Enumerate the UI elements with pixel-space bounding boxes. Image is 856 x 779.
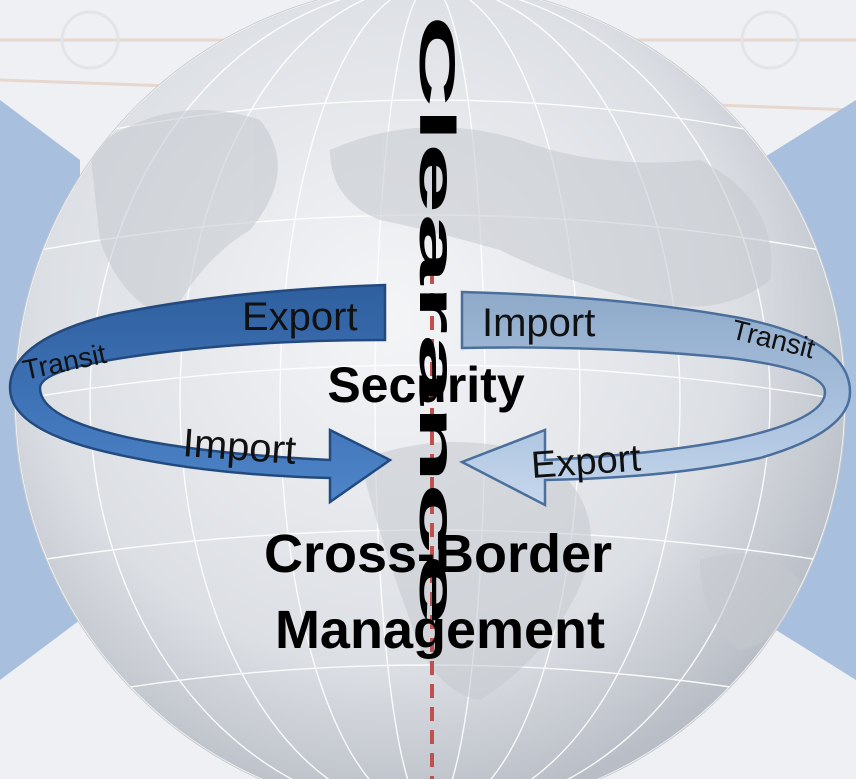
clearance-label-group: Clearance [409, 15, 465, 625]
right-arrow-bottom-label: Export [530, 437, 643, 487]
right-circular-arrow[interactable]: Import Transit Export [458, 290, 852, 508]
cross-border-label: Cross-Border [264, 524, 612, 584]
security-label: Security [327, 357, 525, 413]
left-arrow-top-label: Export [242, 295, 358, 339]
right-arrow-top-label: Import [482, 301, 595, 345]
left-arrow-bottom-label: Import [181, 421, 297, 473]
management-label: Management [275, 600, 605, 660]
continents [90, 110, 800, 700]
clearance-label: Clearance [409, 15, 465, 625]
